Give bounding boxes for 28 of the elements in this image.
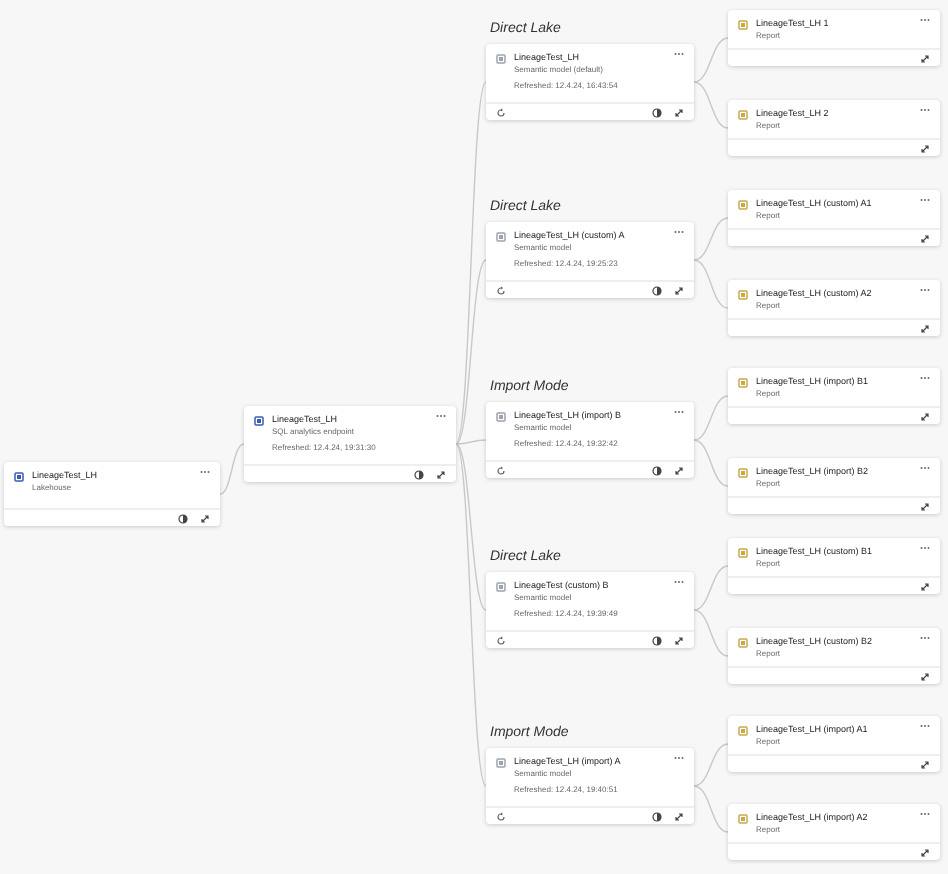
lineage-card bbox=[4, 462, 220, 526]
lineage-card bbox=[728, 716, 940, 772]
lineage-card bbox=[728, 538, 940, 594]
connector-line bbox=[455, 259, 487, 445]
lineage-card bbox=[728, 628, 940, 684]
connector-line bbox=[455, 81, 487, 445]
connector-line bbox=[455, 439, 487, 445]
connector-line bbox=[219, 443, 245, 495]
lineage-card bbox=[244, 406, 456, 482]
connector-line bbox=[693, 259, 729, 309]
lineage-card bbox=[728, 280, 940, 336]
connector-line bbox=[693, 37, 729, 83]
connector-line bbox=[693, 439, 729, 487]
lineage-card bbox=[728, 190, 940, 246]
connector-line bbox=[693, 217, 729, 261]
connector-line bbox=[455, 443, 487, 787]
connector-line bbox=[693, 785, 729, 833]
connector-line bbox=[693, 81, 729, 129]
lineage-card bbox=[728, 10, 940, 66]
lineage-card bbox=[728, 100, 940, 156]
lineage-card bbox=[728, 368, 940, 424]
connector-line bbox=[455, 443, 487, 611]
lineage-card bbox=[728, 804, 940, 860]
connector-line bbox=[693, 565, 729, 611]
connector-line bbox=[693, 609, 729, 657]
connector-line bbox=[693, 743, 729, 787]
lineage-card bbox=[728, 458, 940, 514]
connector-line bbox=[693, 395, 729, 441]
